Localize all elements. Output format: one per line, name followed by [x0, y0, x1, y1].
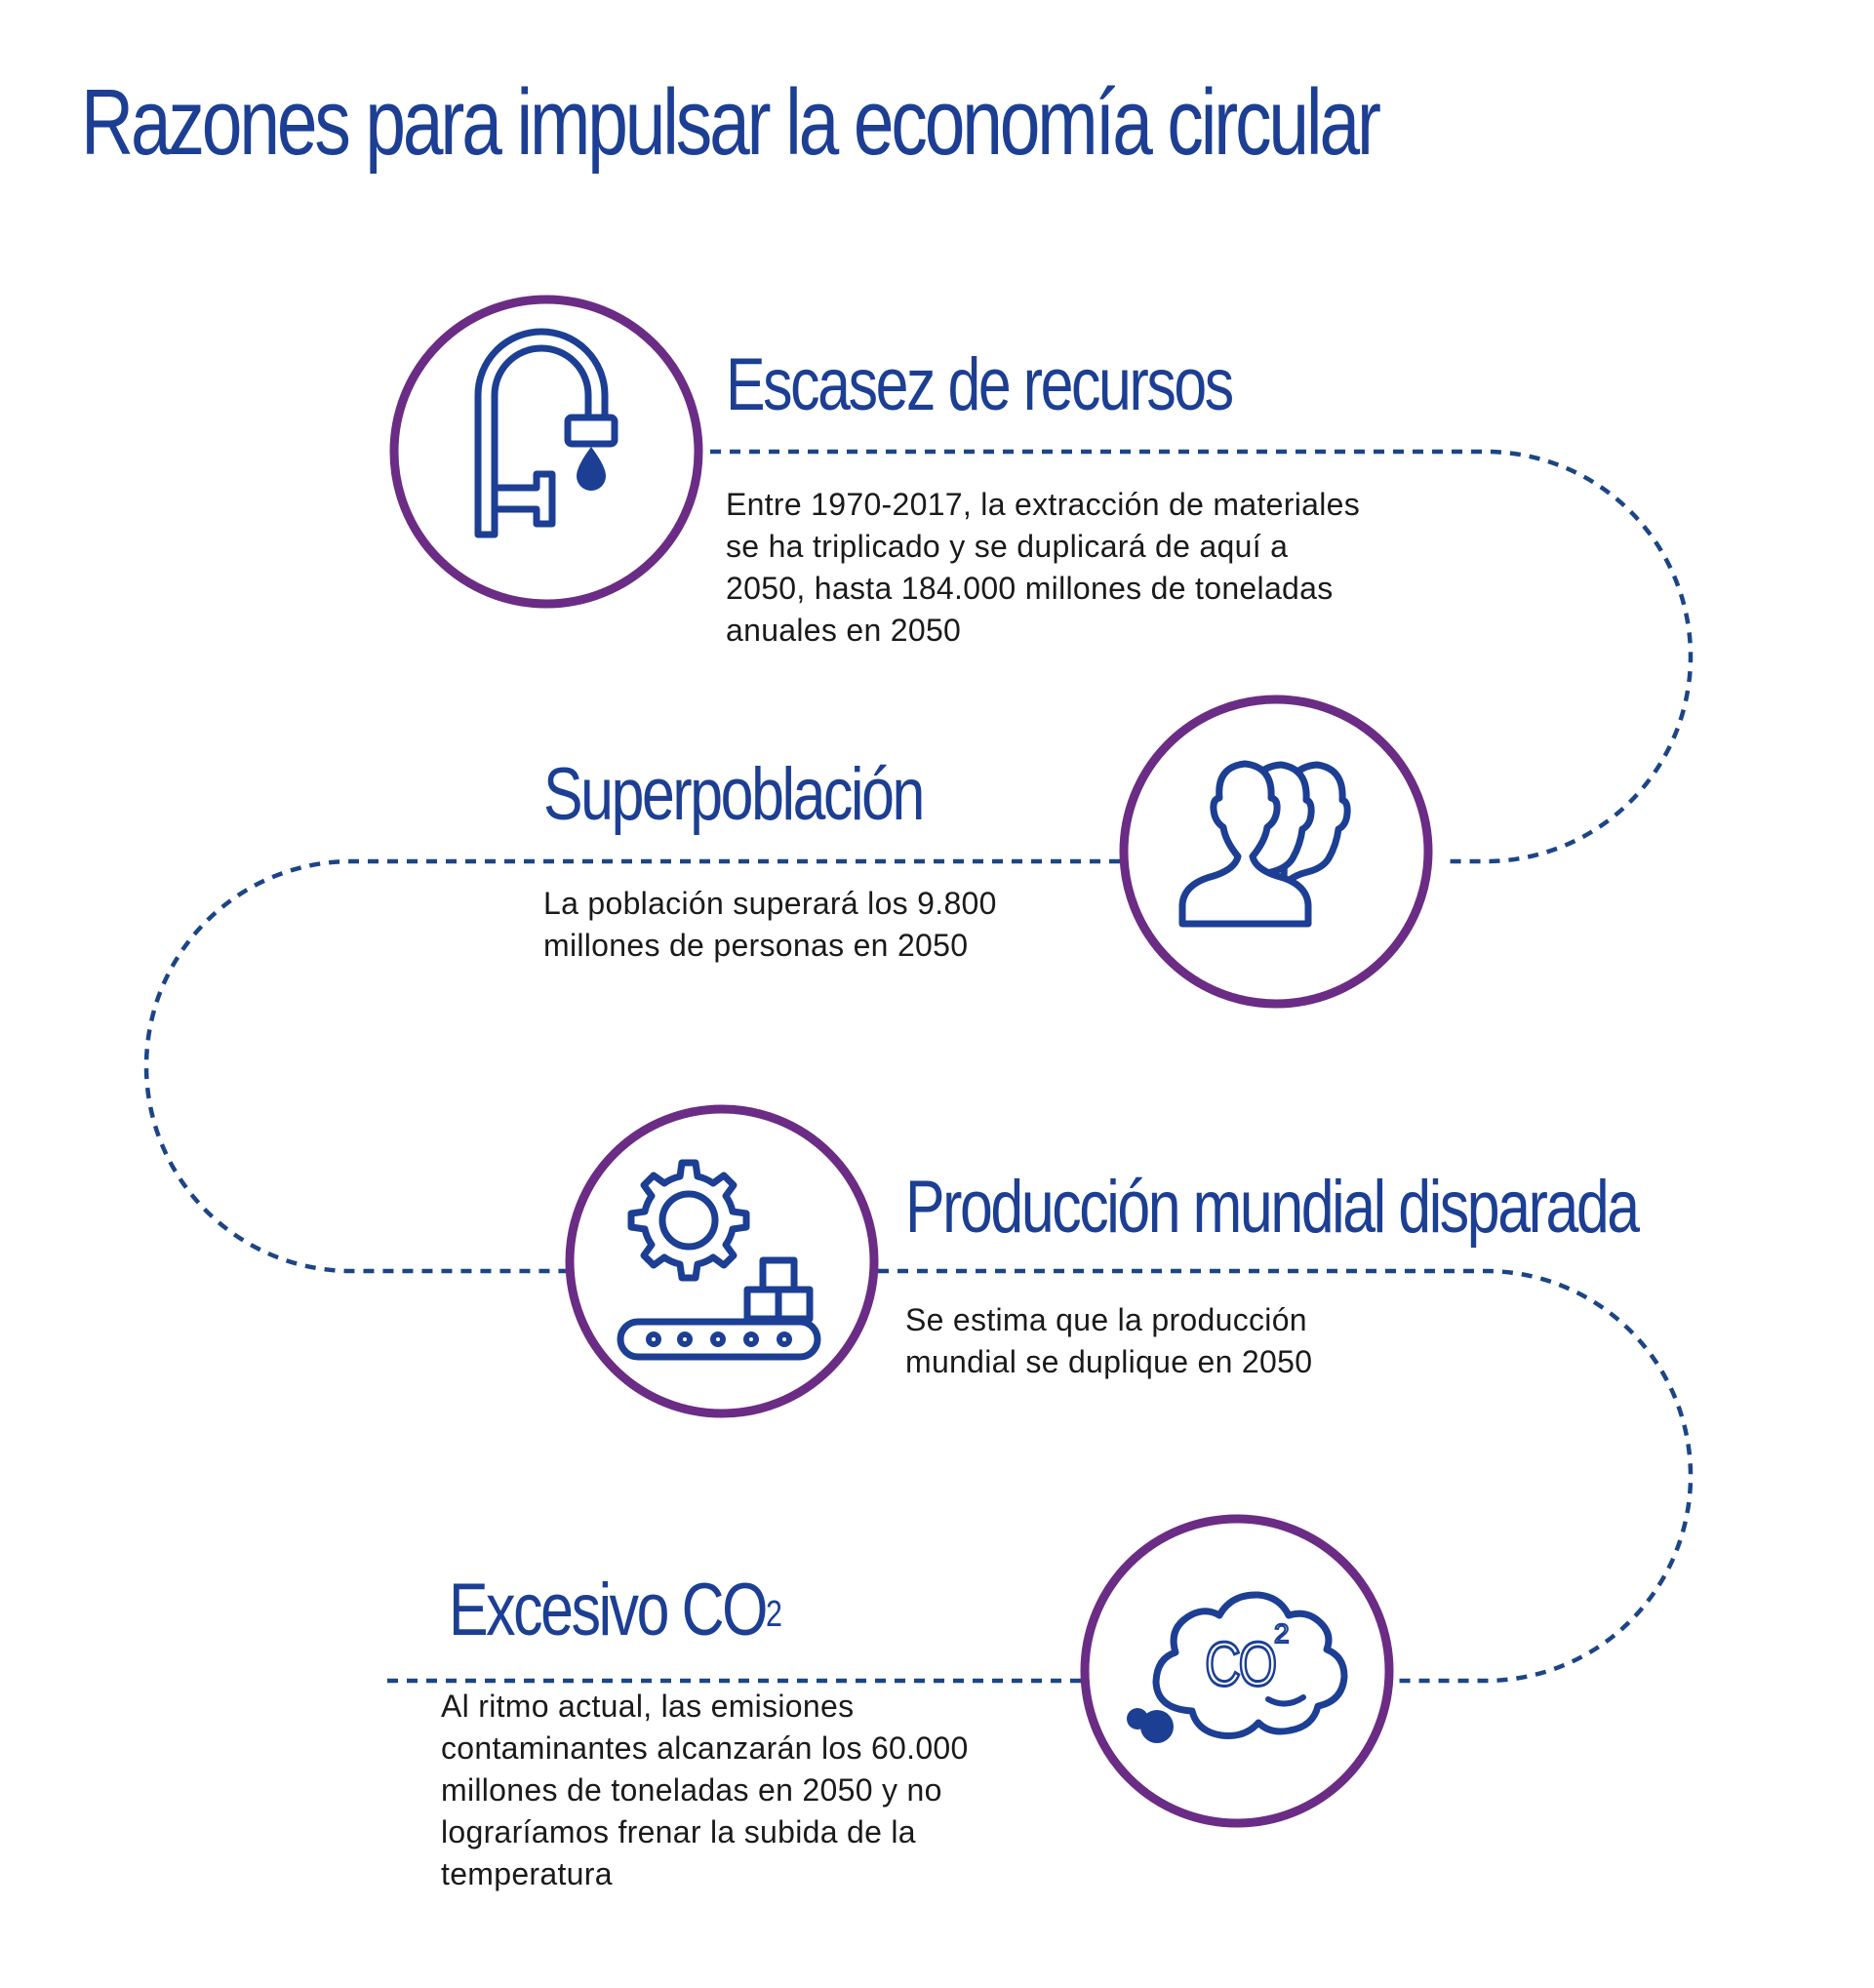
reason-heading-text: Excesivo CO — [449, 1569, 768, 1651]
reason-body-production: Se estima que la producción mundial se d… — [905, 1299, 1312, 1383]
reason-body-line: mundial se duplique en 2050 — [905, 1344, 1313, 1379]
reason-body-line: contaminantes alcanzarán los 60.000 — [441, 1730, 969, 1766]
reason-body-line: La población superará los 9.800 — [543, 886, 997, 921]
faucet-ring — [389, 295, 703, 609]
reason-body-line: Entre 1970-2017, la extracción de materi… — [726, 487, 1361, 522]
reason-body-line: temperatura — [441, 1856, 613, 1891]
gear-conveyor-icon — [617, 1159, 821, 1361]
faucet-icon — [474, 328, 618, 538]
reason-body-line: se ha triplicado y se duplicará de aquí … — [726, 529, 1289, 564]
reason-body-line: millones de toneladas en 2050 y no — [441, 1772, 942, 1808]
co2-ring — [1080, 1514, 1394, 1828]
dotted-connector-path — [143, 449, 1694, 1684]
co2-badge: CO 2 — [1080, 1514, 1394, 1828]
reason-body-line: Al ritmo actual, las emisiones — [441, 1689, 855, 1724]
people-badge — [1119, 695, 1433, 1009]
reason-heading-resource-scarcity: Escasez de recursos — [726, 343, 1234, 426]
conveyor-rollers — [646, 1332, 792, 1347]
reason-heading-excess-co2: Excesivo CO2 — [449, 1567, 782, 1654]
co2-smile-mark — [1265, 1694, 1306, 1707]
reason-body-line: lograríamos frenar la subida de la — [441, 1814, 916, 1849]
production-badge — [565, 1104, 879, 1418]
reason-heading-production: Producción mundial disparada — [905, 1166, 1640, 1249]
page-title: Razones para impulsar la economía circul… — [81, 70, 1381, 175]
reason-heading-overpopulation: Superpoblación — [543, 753, 925, 836]
co2-bubble-large — [1140, 1710, 1174, 1743]
reason-body-line: Se estima que la producción — [905, 1302, 1307, 1337]
reason-body-line: anuales en 2050 — [726, 613, 962, 648]
reason-body-line: 2050, hasta 184.000 millones de tonelada… — [726, 571, 1334, 606]
water-drop-icon — [577, 447, 606, 491]
reason-body-excess-co2: Al ritmo actual, las emisiones contamina… — [441, 1686, 969, 1895]
reason-body-line: millones de personas en 2050 — [543, 928, 969, 963]
people-icon — [1178, 760, 1351, 928]
faucet-badge — [389, 295, 703, 609]
co2-bubble-small — [1127, 1708, 1148, 1730]
co2-icon-text: CO — [1205, 1631, 1276, 1700]
co2-cloud-icon — [1152, 1591, 1348, 1739]
reason-body-overpopulation: La población superará los 9.800 millones… — [543, 883, 997, 967]
co2-icon-sup: 2 — [1274, 1618, 1290, 1649]
reason-heading-sup: 2 — [765, 1594, 782, 1635]
reason-body-resource-scarcity: Entre 1970-2017, la extracción de materi… — [726, 484, 1360, 652]
